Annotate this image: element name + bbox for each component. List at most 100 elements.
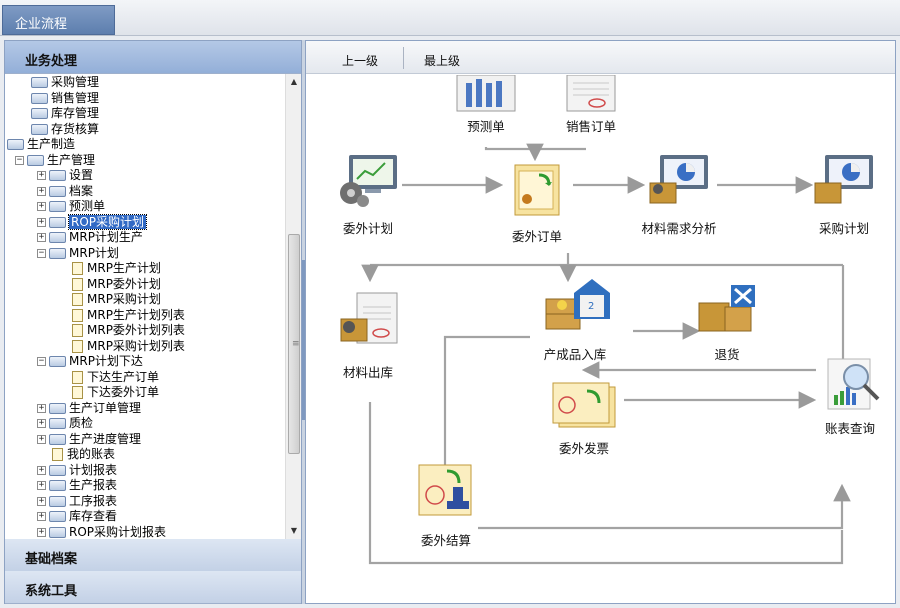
document-icon (72, 339, 83, 353)
box-document-icon (340, 292, 398, 344)
tree-node-forecast[interactable]: +预测单 (37, 199, 106, 213)
section-basic-archives[interactable]: 基础档案 (5, 539, 301, 572)
flow-node-product-in[interactable]: 2 产成品入库 (530, 275, 620, 363)
flow-node-material-analysis[interactable]: 材料需求分析 (633, 153, 725, 237)
folder-icon (49, 232, 66, 244)
tab-enterprise-flow[interactable]: 企业流程 (2, 5, 115, 35)
tree-node-quality[interactable]: +质检 (37, 416, 94, 430)
document-icon (72, 277, 83, 291)
tree-node-purchase[interactable]: 采购管理 (5, 75, 283, 91)
tree-node-mrp-release[interactable]: −MRP计划下达 (37, 354, 143, 368)
tree-leaf-mrp-production-list[interactable]: MRP生产计划列表 (5, 308, 283, 324)
flow-node-purchase-plan[interactable]: 采购计划 (804, 153, 884, 237)
folder-icon (49, 464, 66, 476)
flow-node-forecast[interactable]: 预测单 (456, 74, 516, 135)
expand-icon[interactable]: + (37, 418, 46, 429)
folder-icon (31, 123, 48, 135)
tree-node-mrp-production[interactable]: +MRP计划生产 (37, 230, 143, 244)
tree-leaf-mrp-outsource-plan[interactable]: MRP委外计划 (5, 277, 283, 293)
collapse-icon[interactable]: − (15, 154, 24, 165)
collapse-icon[interactable]: − (37, 356, 46, 367)
document-icon (72, 308, 83, 322)
scroll-thumb[interactable]: ≡ (288, 234, 300, 454)
tree-node-process-reports[interactable]: +工序报表 (37, 493, 118, 508)
flow-toolbar: 上一级 最上级 (306, 41, 895, 74)
expand-icon[interactable]: + (37, 232, 46, 243)
folder-icon (31, 92, 48, 104)
expand-icon[interactable]: + (37, 526, 46, 537)
monitor-gear-icon (340, 155, 397, 207)
tree-node-mrp-plan[interactable]: −MRP计划 (37, 245, 119, 260)
expand-icon[interactable]: + (37, 433, 46, 444)
expand-icon[interactable]: + (37, 216, 46, 227)
top-level-button[interactable]: 最上级 (424, 54, 461, 68)
tree-leaf-my-reports[interactable]: 我的账表 (5, 447, 283, 463)
up-level-button[interactable]: 上一级 (342, 54, 379, 68)
flow-label-material-analysis: 材料需求分析 (641, 221, 717, 236)
section-business[interactable]: 业务处理 (5, 41, 301, 74)
flow-label-product-in: 产成品入库 (543, 347, 607, 362)
tree-node-settings[interactable]: +设置 (37, 168, 94, 182)
flow-label-material-out: 材料出库 (342, 365, 393, 380)
flow-node-report-query[interactable]: 账表查询 (810, 355, 890, 437)
flow-label-report-query: 账表查询 (824, 421, 875, 436)
flow-node-sales-order[interactable]: 销售订单 (556, 74, 626, 135)
document-icon (72, 370, 83, 384)
folder-icon (49, 185, 66, 197)
tree-node-stock-view[interactable]: +库存查看 (37, 509, 118, 523)
tree-node-production-reports[interactable]: +生产报表 (37, 478, 118, 492)
flow-node-material-out[interactable]: 材料出库 (328, 291, 408, 381)
flow-label-outsource-plan: 委外计划 (342, 221, 393, 236)
flow-label-sales-order: 销售订单 (565, 119, 616, 134)
flow-node-return[interactable]: 退货 (694, 283, 760, 363)
folder-icon (31, 108, 48, 120)
chart-doc-icon (456, 74, 516, 112)
tree-node-production-mgmt[interactable]: −生产管理 (15, 152, 96, 167)
expand-icon[interactable]: + (37, 402, 46, 413)
tree-leaf-release-outsource-order[interactable]: 下达委外订单 (5, 385, 283, 401)
flow-node-outsource-settle[interactable]: 委外结算 (410, 461, 482, 549)
expand-icon[interactable]: + (37, 464, 46, 475)
tree-node-plan-reports[interactable]: +计划报表 (37, 462, 118, 477)
tree-leaf-mrp-production-plan[interactable]: MRP生产计划 (5, 261, 283, 277)
tree-leaf-mrp-purchase-list[interactable]: MRP采购计划列表 (5, 339, 283, 355)
tree-node-manufacturing[interactable]: 生产制造 (5, 137, 283, 153)
scroll-up-icon[interactable]: ▲ (290, 77, 298, 86)
document-icon (72, 386, 83, 400)
tree-leaf-release-production-order[interactable]: 下达生产订单 (5, 370, 283, 386)
document-icon (52, 448, 63, 462)
box-cancel-icon (698, 285, 755, 332)
panel-splitter[interactable] (302, 40, 305, 604)
scroll-down-icon[interactable]: ▼ (290, 526, 298, 535)
flow-node-outsource-order[interactable]: 委外订单 (504, 161, 570, 245)
section-system-tools[interactable]: 系统工具 (5, 571, 301, 604)
collapse-icon[interactable]: − (37, 247, 46, 258)
expand-icon[interactable]: + (37, 495, 46, 506)
tree-leaf-mrp-outsource-list[interactable]: MRP委外计划列表 (5, 323, 283, 339)
expand-icon[interactable]: + (37, 170, 46, 181)
expand-icon[interactable]: + (37, 201, 46, 212)
tree-scrollbar[interactable]: ▲ ≡ ▼ (285, 74, 301, 539)
report-search-icon (827, 358, 880, 410)
flow-label-outsource-settle: 委外结算 (420, 533, 471, 548)
splitter-handle[interactable] (302, 260, 305, 420)
tree-node-archives[interactable]: +档案 (37, 183, 94, 198)
flow-label-return: 退货 (714, 347, 740, 362)
tree-node-progress[interactable]: +生产进度管理 (37, 431, 142, 446)
tree-node-rop-plan[interactable]: +ROP采购计划 (37, 213, 148, 230)
folder-icon (49, 480, 66, 492)
expand-icon[interactable]: + (37, 480, 46, 491)
expand-icon[interactable]: + (37, 185, 46, 196)
flow-node-outsource-plan[interactable]: 委外计划 (330, 153, 406, 237)
tree-node-inventory[interactable]: 库存管理 (5, 106, 283, 122)
top-tab-bar: 企业流程 (0, 0, 900, 36)
tree-node-costing[interactable]: 存货核算 (5, 122, 283, 138)
flow-node-outsource-invoice[interactable]: 委外发票 (546, 381, 622, 457)
tree-node-sales[interactable]: 销售管理 (5, 91, 283, 107)
tree-node-production-order-mgmt[interactable]: +生产订单管理 (37, 400, 142, 415)
tree-leaf-mrp-purchase-plan[interactable]: MRP采购计划 (5, 292, 283, 308)
expand-icon[interactable]: + (37, 511, 46, 522)
flow-label-forecast: 预测单 (467, 119, 505, 134)
folder-icon (49, 418, 66, 430)
tree-node-rop-reports[interactable]: +ROP采购计划报表 (37, 524, 167, 539)
